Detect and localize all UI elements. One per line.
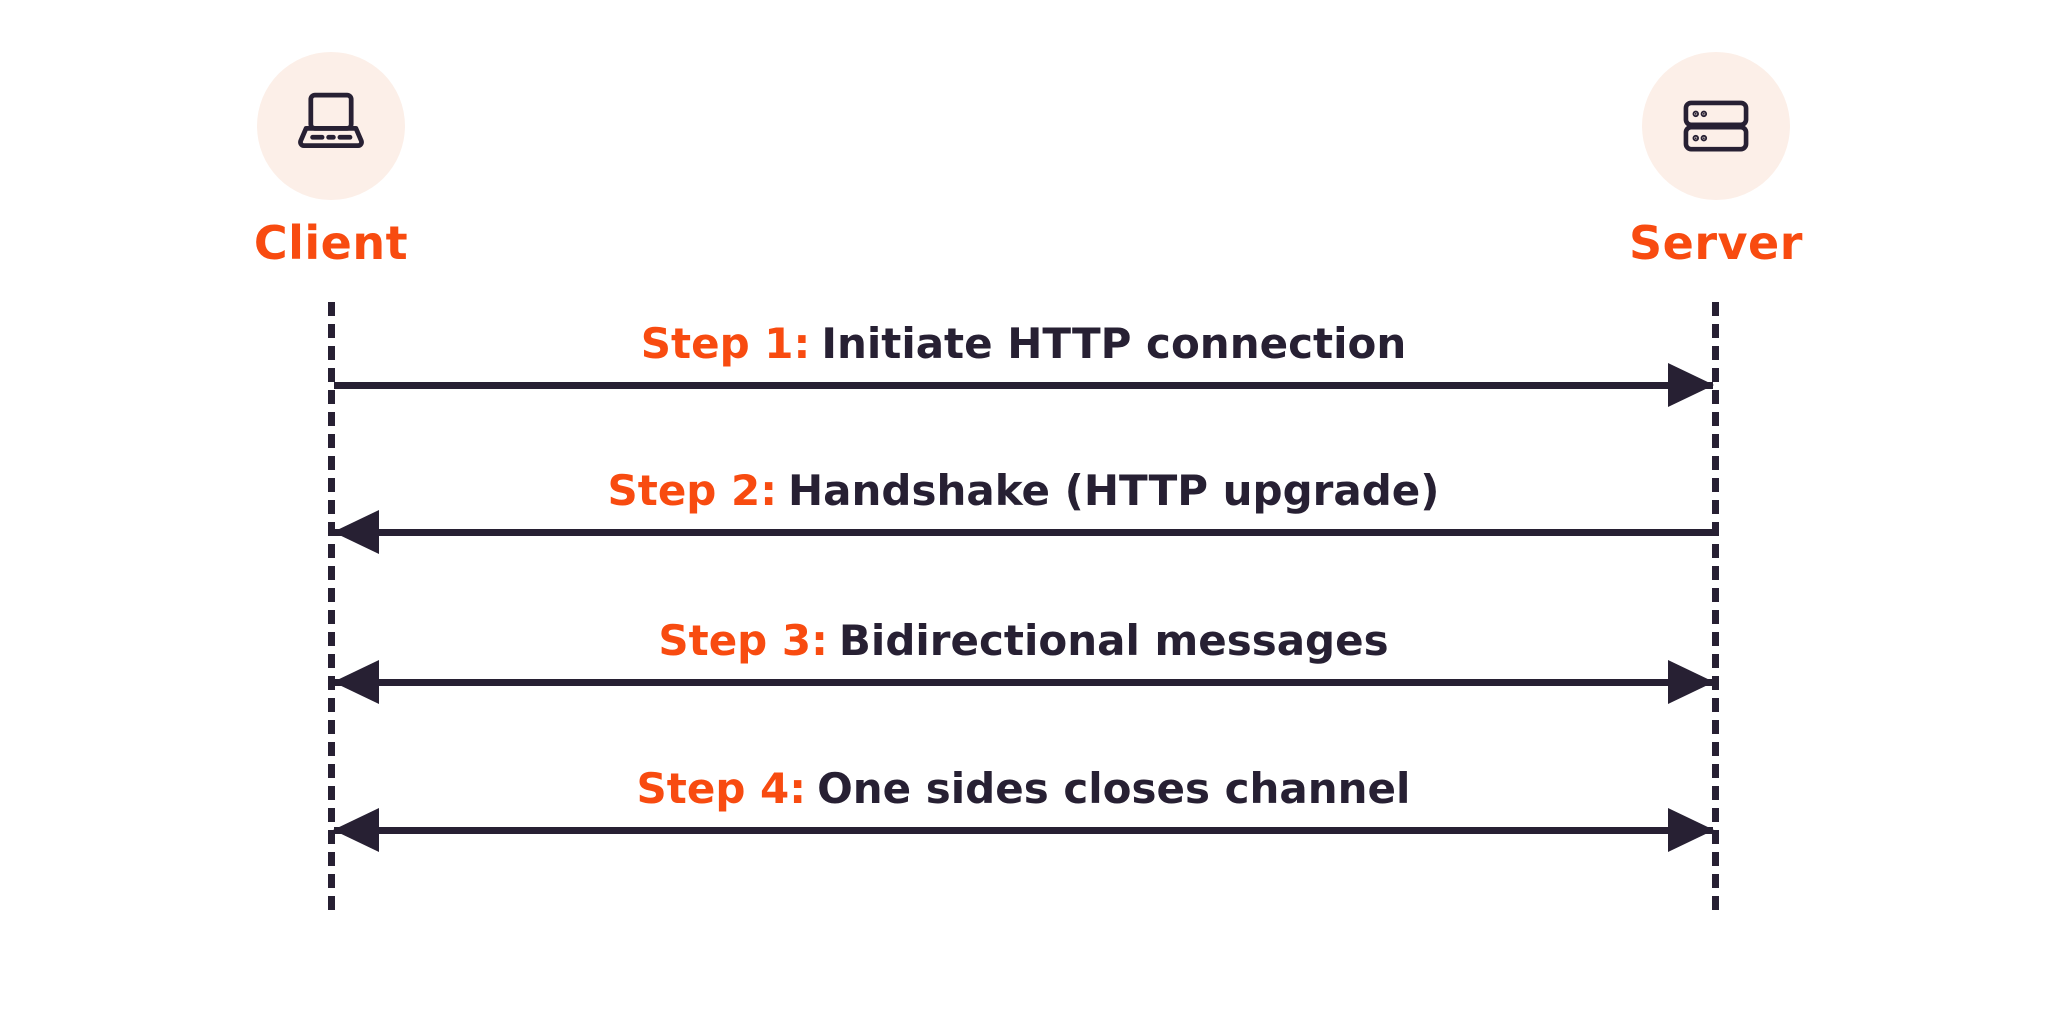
step-3-arrowhead-right-icon: [1668, 660, 1714, 704]
step-1-arrowhead-right-icon: [1668, 363, 1714, 407]
step-2-arrow-line: [334, 528, 1713, 536]
client-lifeline: [328, 302, 335, 910]
step-4-prefix: Step 4:: [636, 763, 807, 813]
step-4-label: Step 4:One sides closes channel: [334, 763, 1713, 813]
step-3-arrowhead-left-icon: [333, 660, 379, 704]
step-1-text: Initiate HTTP connection: [821, 318, 1407, 368]
step-2-prefix: Step 2:: [607, 465, 778, 515]
step-3-prefix: Step 3:: [658, 615, 828, 665]
step-4-arrowhead-left-icon: [333, 808, 379, 852]
actor-client: Client: [181, 52, 481, 269]
server-icon: [1683, 100, 1749, 152]
step-3-label: Step 3:Bidirectional messages: [334, 615, 1713, 665]
server-lifeline: [1712, 302, 1719, 910]
step-1-label: Step 1:Initiate HTTP connection: [334, 318, 1713, 368]
step-1-arrow-line: [334, 381, 1713, 389]
server-avatar-circle: [1642, 52, 1790, 200]
step-2-label: Step 2:Handshake (HTTP upgrade): [334, 465, 1713, 515]
step-1-prefix: Step 1:: [640, 318, 811, 368]
step-3-arrow-line: [334, 678, 1713, 686]
step-2-text: Handshake (HTTP upgrade): [788, 465, 1440, 515]
step-3-text: Bidirectional messages: [838, 615, 1389, 665]
step-4-text: One sides closes channel: [817, 763, 1411, 813]
step-2-arrowhead-left-icon: [333, 510, 379, 554]
step-4-arrow-line: [334, 826, 1713, 834]
actor-server: Server: [1566, 52, 1866, 269]
client-label: Client: [253, 216, 409, 270]
step-4-arrowhead-right-icon: [1668, 808, 1714, 852]
client-avatar-circle: [257, 52, 405, 200]
server-label: Server: [1629, 216, 1803, 270]
laptop-icon: [298, 92, 364, 148]
